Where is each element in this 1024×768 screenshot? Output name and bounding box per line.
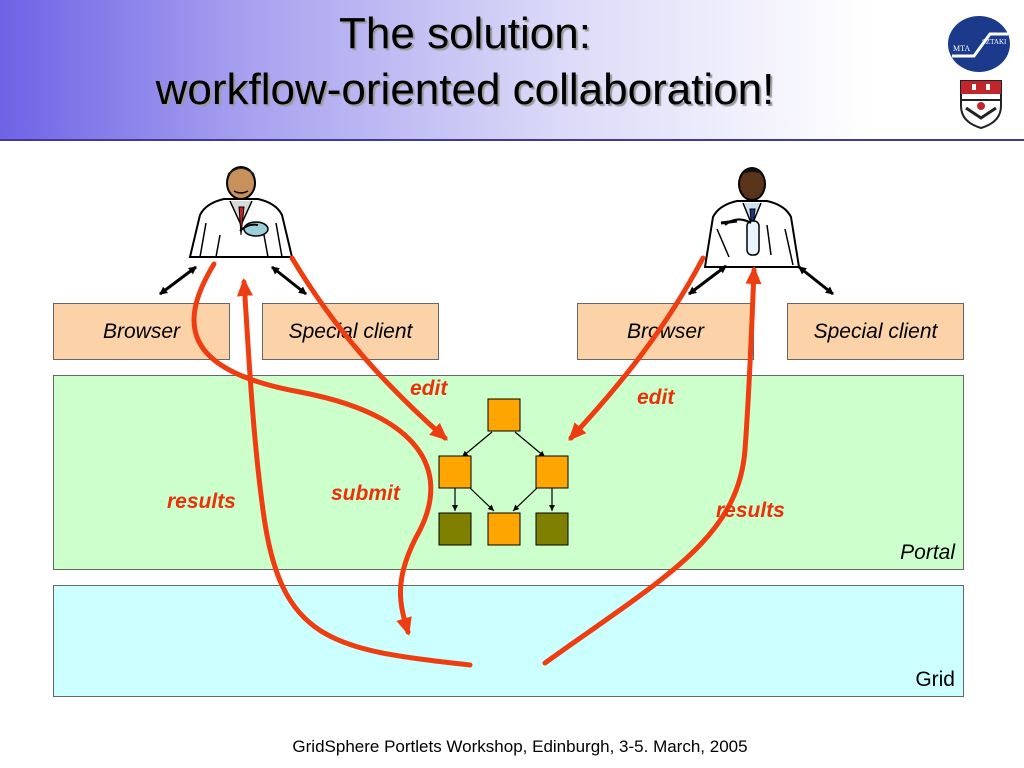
workflow-node-pending [487,398,521,432]
workflow-edge [512,487,538,512]
left-edit-arrow [289,255,448,441]
title-line-1: The solution: [339,9,591,58]
title-line-2: workflow-oriented collaboration! [155,65,775,114]
workflow-edge [469,487,495,512]
left-scientist-figure [188,166,294,258]
right-edit-arrow [568,255,706,441]
right-special-client-box: Special client [787,303,964,360]
left-browser-link-arrow [159,265,197,296]
left-browser-label: Browser [102,319,181,343]
slide-footer: GridSphere Portlets Workshop, Edinburgh,… [292,737,748,756]
right-special-client-label: Special client [813,319,938,343]
submit-arrow [191,261,434,636]
left-special-client-link-arrow [271,265,307,296]
left-results-arrow [236,278,473,668]
header-divider [0,139,1024,141]
right-browser-label: Browser [626,319,705,343]
workflow-node-pending [535,455,569,489]
left-browser-box: Browser [53,303,230,360]
grid-label: Grid [915,668,955,691]
svg-text:MTA: MTA [953,44,970,53]
workflow-edge [514,431,546,458]
right-browser-link-arrow [688,264,727,296]
workflow-node-pending [487,512,521,546]
workflow-node-done [535,512,569,546]
workflow-edge [461,431,493,458]
right-browser-box: Browser [577,303,754,360]
right-scientist-figure [703,167,801,268]
submit-label: submit [331,482,400,505]
workflow-node-done [438,512,472,546]
left-special-client-box: Special client [262,303,439,360]
edit-right-label: edit [637,386,675,409]
slide-header-band [0,0,1024,140]
portal-label: Portal [900,541,955,564]
mta-sztaki-logo: MTA SZTAKI [948,16,1010,72]
right-results-arrow [542,266,762,666]
svg-text:SZTAKI: SZTAKI [982,38,1007,46]
right-special-client-link-arrow [798,265,834,296]
university-crest-logo [960,80,1002,130]
results-left-label: results [167,490,236,513]
left-special-client-label: Special client [288,319,413,343]
results-right-label: results [716,499,785,522]
grid-region: Grid [53,585,964,697]
workflow-node-pending [438,455,472,489]
slide-title: The solution: workflow-oriented collabor… [0,6,930,118]
edit-left-label: edit [410,377,448,400]
